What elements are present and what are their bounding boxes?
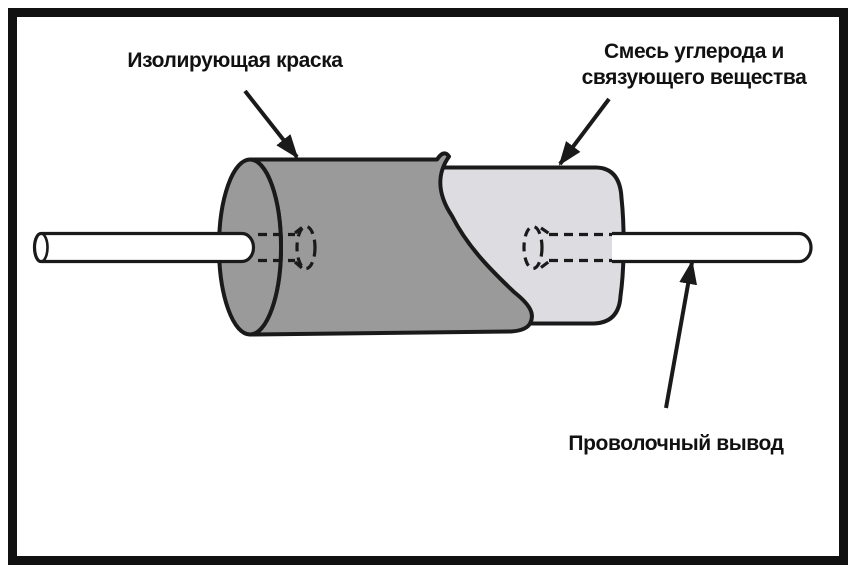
wire-lead-label: Проволочный вывод bbox=[568, 432, 784, 455]
right-lead-wire bbox=[612, 233, 811, 262]
carbon-mix-label-line2: связующего вещества bbox=[581, 66, 807, 89]
insulating-paint-arrow bbox=[243, 89, 299, 159]
left-lead-end-cap bbox=[33, 232, 49, 263]
carbon-mix-arrow bbox=[558, 97, 611, 166]
carbon-mix-label: Смесь углерода и связующего вещества bbox=[582, 39, 807, 91]
embedded-lead-dashed-left bbox=[258, 224, 317, 271]
right-lead-wire-outline bbox=[612, 231, 813, 264]
left-lead-wire bbox=[32, 231, 256, 264]
insulating-paint-label: Изолирующая краска bbox=[127, 49, 343, 72]
diagram-border bbox=[8, 8, 848, 565]
embedded-lead-dashed-right bbox=[522, 224, 615, 271]
wire-lead-arrow bbox=[664, 260, 698, 409]
carbon-mix-label-line1: Смесь углерода и bbox=[604, 40, 784, 63]
